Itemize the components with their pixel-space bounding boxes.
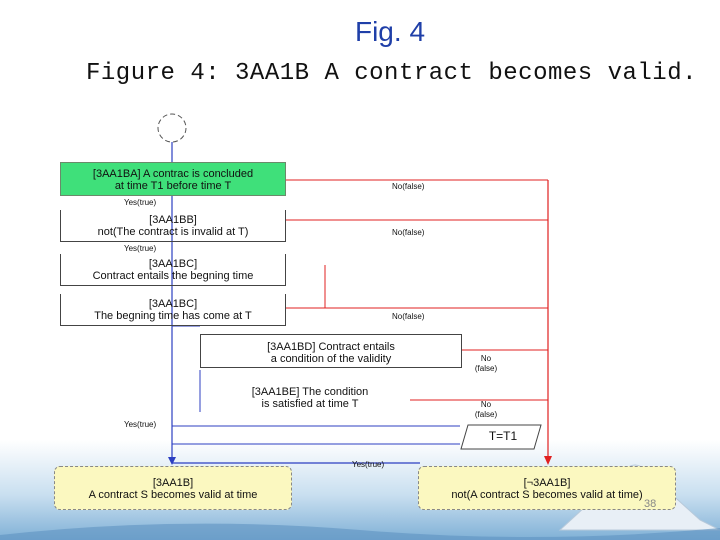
box-line: not(The contract is invalid at T) — [97, 226, 249, 238]
condition-box-3aa1be: [3AA1BE] The condition is satisfied at t… — [210, 384, 410, 412]
box-line: [3AA1BB] — [149, 214, 197, 226]
no-text: No — [480, 354, 492, 363]
condition-box-3aa1bc-entails: [3AA1BC] Contract entails the begning ti… — [60, 254, 286, 286]
false-text: (false) — [474, 410, 498, 419]
box-line: [3AA1BD] Contract entails — [267, 341, 395, 353]
box-line: not(A contract S becomes valid at time) — [451, 489, 643, 501]
box-line: [3AA1B] — [152, 477, 194, 489]
no-false-label: No (false) — [468, 400, 504, 420]
box-line: at time T1 before time T — [114, 180, 232, 192]
figure-caption: Figure 4: 3AA1B A contract becomes valid… — [86, 60, 697, 87]
t-equals-t1-label: T=T1 — [488, 429, 518, 443]
yes-label: Yes(true) — [352, 460, 385, 469]
condition-box-3aa1bc-come: [3AA1BC] The begning time has come at T — [60, 294, 286, 326]
page-number: 38 — [644, 498, 657, 510]
box-line: A contract S becomes valid at time — [88, 489, 258, 501]
no-label: No(false) — [392, 182, 425, 191]
start-terminal — [157, 113, 187, 143]
result-box-not-3aa1b: [¬3AA1B] not(A contract S becomes valid … — [418, 466, 676, 510]
yes-label: Yes(true) — [124, 420, 157, 429]
t-equals-t1-box — [460, 424, 542, 450]
no-false-label: No (false) — [468, 354, 504, 374]
condition-box-3aa1ba: [3AA1BA] A contrac is concluded at time … — [60, 162, 286, 196]
condition-box-3aa1bd: [3AA1BD] Contract entails a condition of… — [200, 334, 462, 368]
box-line: [3AA1BC] — [148, 298, 198, 310]
box-line: The begning time has come at T — [94, 310, 252, 322]
box-line: [¬3AA1B] — [523, 477, 571, 489]
condition-box-3aa1bb: [3AA1BB] not(The contract is invalid at … — [60, 210, 286, 242]
box-line: Contract entails the begning time — [92, 270, 254, 282]
yes-label: Yes(true) — [124, 198, 157, 207]
result-box-3aa1b: [3AA1B] A contract S becomes valid at ti… — [54, 466, 292, 510]
no-label: No(false) — [392, 228, 425, 237]
yes-label: Yes(true) — [124, 244, 157, 253]
no-text: No — [480, 400, 492, 409]
box-line: [3AA1BA] A contrac is concluded — [92, 168, 254, 180]
box-line: [3AA1BE] The condition — [251, 386, 369, 398]
false-text: (false) — [474, 364, 498, 373]
slide-title: Fig. 4 — [354, 16, 426, 47]
box-line: is satisfied at time T — [261, 398, 359, 410]
box-line: [3AA1BC] — [148, 258, 198, 270]
no-label: No(false) — [392, 312, 425, 321]
box-line: a condition of the validity — [270, 353, 392, 365]
